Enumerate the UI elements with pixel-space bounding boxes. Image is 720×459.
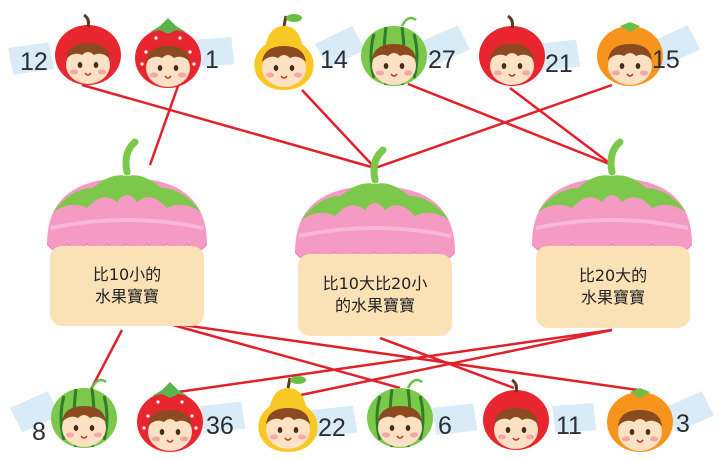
top-number-4: 27 [428, 46, 456, 74]
line-27-to-box3 [407, 82, 613, 167]
category-box-less-than-10: 比10小的 水果寶寶 [50, 246, 204, 326]
bottom-fruit-5: 11 [483, 380, 602, 450]
line-1-to-box1 [148, 85, 180, 166]
line-box2-to-11 [379, 336, 515, 390]
cap-box-3 [532, 142, 692, 251]
box-1-line-1: 比10小的 [92, 265, 162, 284]
top-fruit-6: 15 [597, 22, 702, 86]
line-15-to-box2 [374, 83, 613, 170]
line-box1-to-6 [161, 320, 401, 390]
line-box3-to-36 [177, 328, 613, 394]
line-box3-to-22 [295, 328, 613, 398]
top-number-3: 14 [320, 46, 348, 74]
box-3-line-1: 比20大的 [578, 266, 648, 285]
bottom-number-2: 36 [206, 412, 234, 440]
line-12-to-box1 [81, 83, 376, 170]
top-number-2: 1 [205, 46, 219, 74]
cap-box-1 [47, 142, 207, 251]
top-number-1: 12 [20, 48, 48, 76]
line-21-to-box3 [509, 87, 613, 166]
bottom-number-3: 22 [318, 414, 346, 442]
box-2-line-2: 的水果寶寶 [334, 296, 415, 315]
top-fruit-2: 1 [135, 18, 240, 88]
top-fruit-3: 14 [254, 14, 368, 90]
connection-lines [81, 82, 639, 398]
top-fruit-4: 27 [361, 18, 472, 86]
bottom-fruit-4: 6 [367, 380, 481, 448]
bottom-number-1: 8 [32, 418, 46, 446]
top-fruit-1: 12 [5, 15, 121, 85]
bottom-number-5: 11 [556, 412, 582, 440]
cap-box-2 [295, 150, 455, 259]
category-box-greater-than-20: 比20大的 水果寶寶 [536, 246, 690, 328]
top-number-6: 15 [652, 46, 680, 74]
bottom-number-4: 6 [438, 412, 452, 440]
box-3-line-2: 水果寶寶 [580, 288, 645, 307]
bottom-fruit-6: 3 [607, 388, 716, 452]
bottom-fruit-2: 36 [137, 382, 249, 452]
category-box-between-10-and-20: 比10大比20小 的水果寶寶 [298, 254, 452, 336]
box-1-line-2: 水果寶寶 [94, 287, 159, 306]
bottom-fruit-3: 22 [258, 376, 361, 452]
bottom-number-6: 3 [676, 410, 690, 438]
line-14-to-box2 [301, 89, 376, 169]
box-2-line-1: 比10大比20小 [322, 274, 428, 293]
line-box1-to-3 [161, 320, 639, 392]
top-fruit-5: 21 [479, 16, 584, 86]
bottom-fruit-1: 8 [8, 380, 117, 448]
top-number-5: 21 [545, 50, 573, 78]
